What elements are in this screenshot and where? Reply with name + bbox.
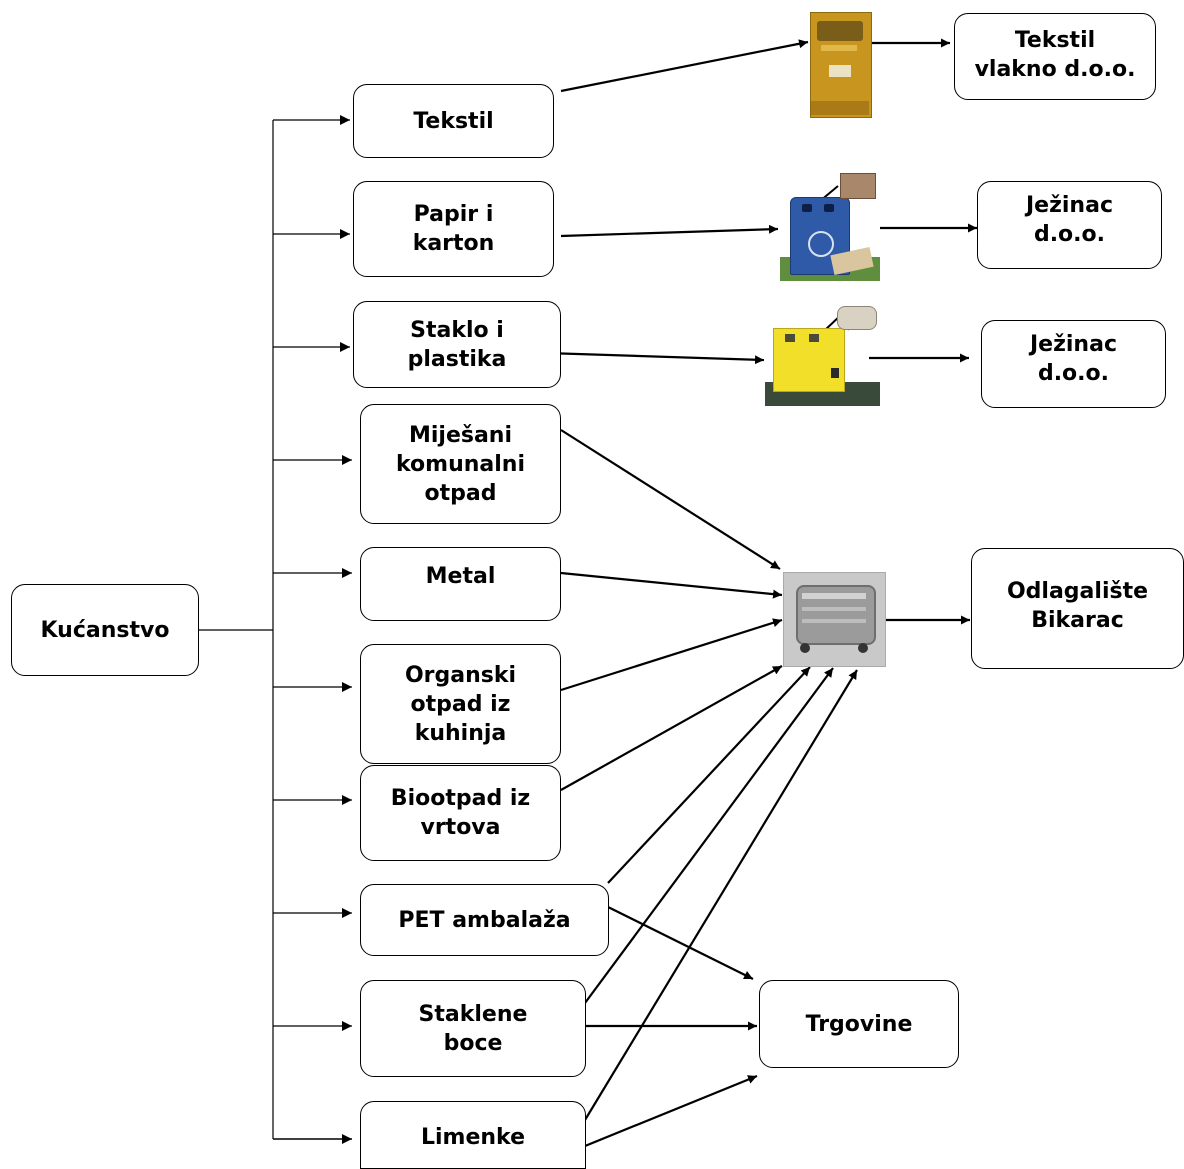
category-box-limenke: Limenke [360, 1101, 586, 1169]
category-box-staklene-boce: Staklene boce [360, 980, 586, 1077]
category-line: Organski [404, 662, 517, 688]
arrow-metal-to-mixed-container [560, 571, 783, 599]
arrow-tekstil-to-container [560, 39, 809, 93]
category-line: vrtova [420, 815, 501, 840]
source-label: Kućanstvo [40, 617, 170, 643]
category-line: Miješani [408, 422, 513, 448]
destination-box-tekstil-vlakno: Tekstil vlakno d.o.o. [954, 13, 1156, 100]
destination-box-jezinac-1: Ježinac d.o.o. [977, 181, 1162, 269]
destination-line: vlakno d.o.o. [974, 56, 1136, 82]
category-line: plastika [407, 346, 507, 372]
arrow-pet-to-mixed-container [607, 666, 811, 884]
glass-plastic-container-icon [765, 306, 880, 406]
arrow-staklo-container-bidirectional [536, 348, 765, 365]
category-line: kuhinja [414, 720, 507, 746]
destination-line: d.o.o. [1037, 361, 1110, 386]
category-box-staklo-plastika: Staklo i plastika [353, 301, 561, 388]
category-box-pet: PET ambalaža [360, 884, 609, 956]
mixed-waste-container-icon [783, 572, 886, 667]
source-connectors [198, 115, 352, 1144]
category-line: Tekstil [413, 108, 494, 134]
arrow-papir-to-container [560, 224, 779, 238]
destination-line: Bikarac [1031, 607, 1124, 633]
category-line: Biootpad iz [390, 786, 531, 811]
category-line: boce [443, 1030, 503, 1056]
destination-line: d.o.o. [1033, 222, 1106, 247]
arrow-pet-to-trgovine [607, 906, 754, 980]
flow-arrows [536, 38, 977, 1148]
destination-line: Odlagalište [1006, 578, 1149, 604]
source-box-kucanstvo: Kućanstvo [11, 584, 199, 676]
paper-container-icon [780, 173, 880, 281]
category-line: Staklene [418, 1001, 528, 1027]
arrow-mijesani-to-mixed-container [560, 429, 781, 570]
category-line: Papir i [413, 202, 494, 227]
category-box-mijesani: Miješani komunalni otpad [360, 404, 561, 524]
category-line: komunalni [396, 451, 525, 477]
destination-line: Ježinac [1029, 332, 1117, 357]
category-box-papir: Papir i karton [353, 181, 554, 277]
destination-line: Trgovine [805, 1011, 913, 1037]
arrow-staklene-boce-to-mixed-container [584, 667, 834, 1004]
category-box-tekstil: Tekstil [353, 84, 554, 158]
category-line: Metal [425, 563, 496, 589]
category-line: PET ambalaža [398, 907, 571, 933]
textile-container-icon [810, 12, 872, 118]
category-box-biootpad: Biootpad iz vrtova [360, 765, 561, 861]
arrow-limenke-to-trgovine [584, 1074, 758, 1148]
category-box-metal: Metal [360, 547, 561, 621]
category-box-organski: Organski otpad iz kuhinja [360, 644, 561, 764]
category-line: otpad iz [410, 691, 511, 717]
destination-box-jezinac-2: Ježinac d.o.o. [981, 320, 1166, 408]
category-line: Limenke [420, 1124, 526, 1150]
arrow-biootpad-to-mixed-container [560, 665, 783, 791]
category-line: otpad [424, 480, 497, 506]
category-line: Staklo i [410, 317, 504, 343]
destination-line: Ježinac [1025, 193, 1113, 218]
category-line: karton [412, 231, 495, 256]
destination-line: Tekstil [1014, 27, 1096, 53]
arrow-limenke-to-mixed-container [584, 669, 858, 1121]
arrow-organski-to-mixed-container [560, 618, 783, 692]
destination-box-trgovine: Trgovine [759, 980, 959, 1068]
